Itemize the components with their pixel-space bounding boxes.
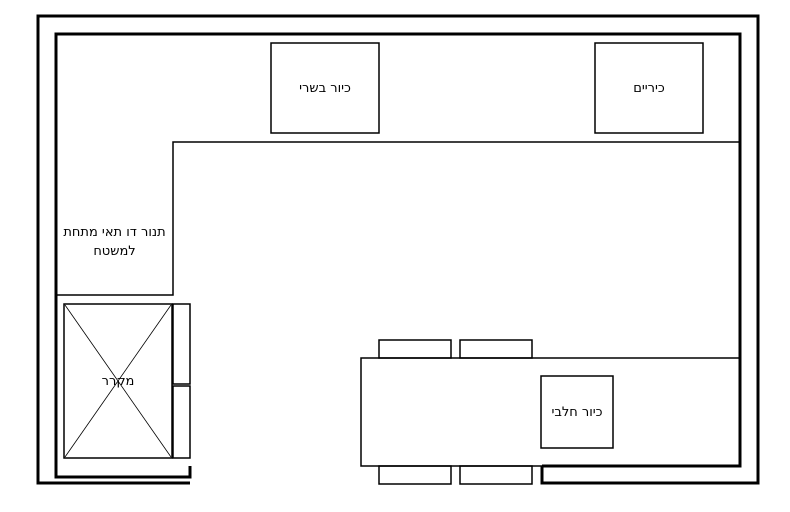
fridge-door-top bbox=[172, 303, 191, 385]
fridge-box bbox=[63, 303, 173, 459]
stove-box bbox=[594, 42, 704, 134]
outer-wall-left bbox=[36, 14, 760, 485]
fridge-door-bottom bbox=[172, 385, 191, 459]
counter-l-shape bbox=[56, 141, 740, 296]
inner-wall-left bbox=[54, 32, 742, 479]
fridge-x-2 bbox=[64, 304, 172, 458]
stool-top-2 bbox=[459, 339, 533, 359]
stool-bottom-1 bbox=[378, 465, 452, 485]
island-box bbox=[360, 357, 741, 467]
stool-bottom-2 bbox=[459, 465, 533, 485]
counters bbox=[56, 42, 741, 485]
stool-top-1 bbox=[378, 339, 452, 359]
dairy-sink-box bbox=[540, 375, 614, 449]
meat-sink-box bbox=[270, 42, 380, 134]
outer-walls bbox=[36, 14, 760, 485]
